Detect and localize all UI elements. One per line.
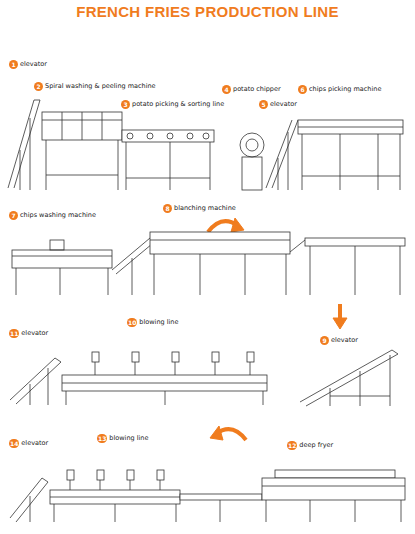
callout-number: 7	[9, 211, 18, 220]
blowing-line-10	[62, 352, 267, 405]
diagram-title: FRENCH FRIES PRODUCTION LINE	[0, 3, 415, 21]
washing-peeling-machine	[42, 112, 122, 190]
blowing-line-13	[50, 470, 180, 522]
callout-number: 6	[298, 85, 307, 94]
callout-number: 2	[34, 82, 43, 91]
part-label: blanching machine	[173, 204, 237, 213]
callout-number: 1	[9, 60, 18, 69]
part-label: elevator	[330, 336, 359, 345]
callout-number: 11	[9, 329, 19, 338]
part-label: elevator	[269, 100, 298, 109]
part-label: blowing line	[108, 434, 149, 443]
part-label: Spiral washing & peeling machine	[44, 82, 157, 91]
callout-number: 10	[127, 318, 137, 327]
flow-arrow	[333, 304, 347, 329]
connecting-conveyor	[180, 494, 262, 522]
callout-number: 4	[222, 85, 231, 94]
part-label: potato picking & sorting line	[131, 100, 225, 109]
flow-arrow	[210, 426, 246, 440]
part-label: elevator	[20, 329, 49, 338]
callout-number: 13	[97, 434, 107, 443]
part-label: elevator	[20, 439, 49, 448]
flow-arrow	[208, 218, 244, 232]
chips-picking-machine	[298, 120, 403, 190]
chips-washing-machine	[12, 240, 112, 295]
elevator-9	[300, 350, 398, 406]
callout-number: 5	[259, 100, 268, 109]
deep-fryer	[262, 470, 405, 522]
part-label: chips picking machine	[308, 85, 382, 94]
sorting-line	[122, 130, 214, 190]
elevator-5	[266, 120, 298, 190]
part-label: deep fryer	[298, 441, 334, 450]
part-label: potato chipper	[232, 85, 282, 94]
callout-number: 14	[9, 439, 19, 448]
part-label: chips washing machine	[19, 211, 97, 220]
callout-number: 3	[121, 100, 130, 109]
elevator-14	[10, 478, 48, 522]
lift-conveyor	[112, 238, 152, 295]
callout-number: 9	[320, 336, 329, 345]
draining-conveyor	[290, 238, 405, 295]
callout-number: 8	[163, 204, 172, 213]
elevator-1	[8, 100, 40, 190]
callout-number: 12	[287, 441, 297, 450]
blanching-machine	[150, 232, 290, 295]
elevator-11	[10, 358, 61, 405]
part-label: blowing line	[138, 318, 179, 327]
part-label: elevator	[19, 60, 48, 69]
potato-chipper	[240, 133, 264, 190]
